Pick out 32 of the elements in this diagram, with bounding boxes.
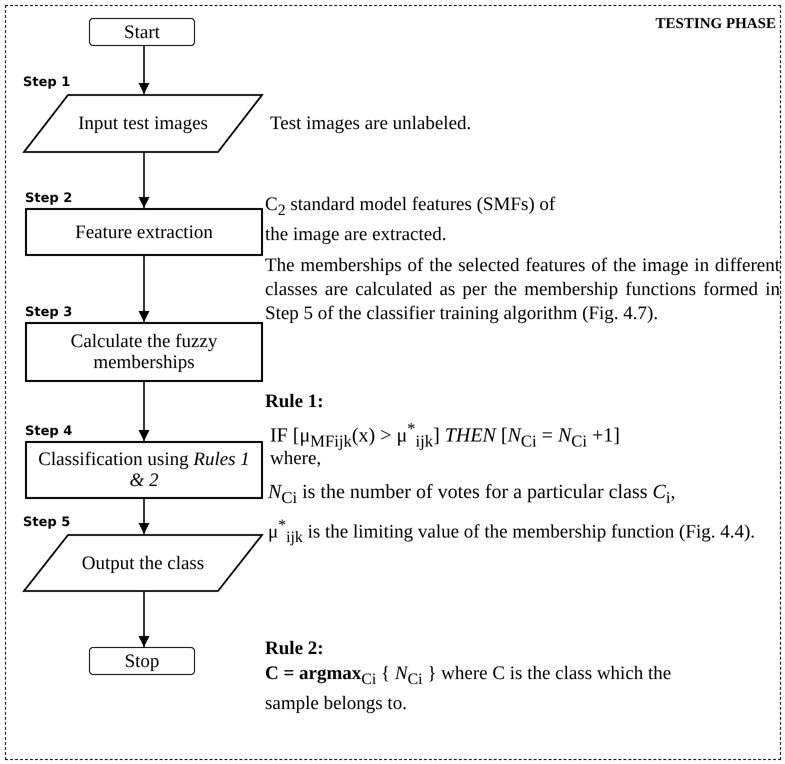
note-text: C$_{2}$ standard model features (SMFs) of the image are extracted. — [265, 193, 556, 247]
terminal-box — [89, 647, 195, 675]
step-label: Step 3 — [25, 304, 72, 322]
formula: IF [μ$_{MFijk}$(x) > μ$^{*}$$_{ijk}$] THEN [N$_{Ci}$ = N$_{Ci}$ +1] — [270, 418, 621, 451]
arrow — [138, 592, 150, 647]
rule-heading: Rule 1: — [265, 390, 325, 414]
node-label: Output the class — [82, 552, 204, 574]
step-label: Step 2 — [25, 190, 72, 208]
node-label: Stop — [124, 650, 160, 672]
arrow — [138, 256, 150, 322]
terminal-box — [89, 18, 195, 46]
frame-title: TESTING PHASE — [656, 15, 776, 34]
node-label: Input test images — [78, 113, 208, 134]
step-label: Step 5 — [23, 514, 70, 532]
arrow — [138, 382, 150, 441]
note-text: Test images are unlabeled. — [270, 112, 472, 136]
dashed-frame — [5, 5, 781, 760]
step-label: Step 1 — [23, 74, 70, 92]
note-text: The memberships of the selected features of the image in different classes are calculated as per the membership functions formed in Step 5 of the classifier training algorithm (Fig. 4.7). — [265, 254, 780, 326]
rule-heading: Rule 2: — [265, 637, 325, 661]
node-label: Start — [124, 22, 160, 42]
note-text: where, — [270, 448, 322, 471]
note-text: N$_{Ci}$ is the number of votes for a particular class C$_{i}$, — [268, 480, 677, 509]
arrow — [138, 499, 150, 534]
arrow — [138, 153, 150, 208]
node-label: Feature extraction — [75, 222, 213, 242]
formula: C = argmax$_{Ci}$ { N$_{Ci}$ } where C is the class which the sample belongs to. — [265, 662, 672, 716]
step-label: Step 4 — [25, 423, 72, 441]
node-label: Calculate the fuzzy memberships — [70, 331, 218, 373]
arrow — [138, 46, 150, 94]
node-label: Classification using Rules 1 & 2 — [37, 449, 251, 491]
note-text: μ$^{*}$$_{ijk}$ is the limiting value of the membership function (Fig. 4.4). — [268, 516, 756, 548]
